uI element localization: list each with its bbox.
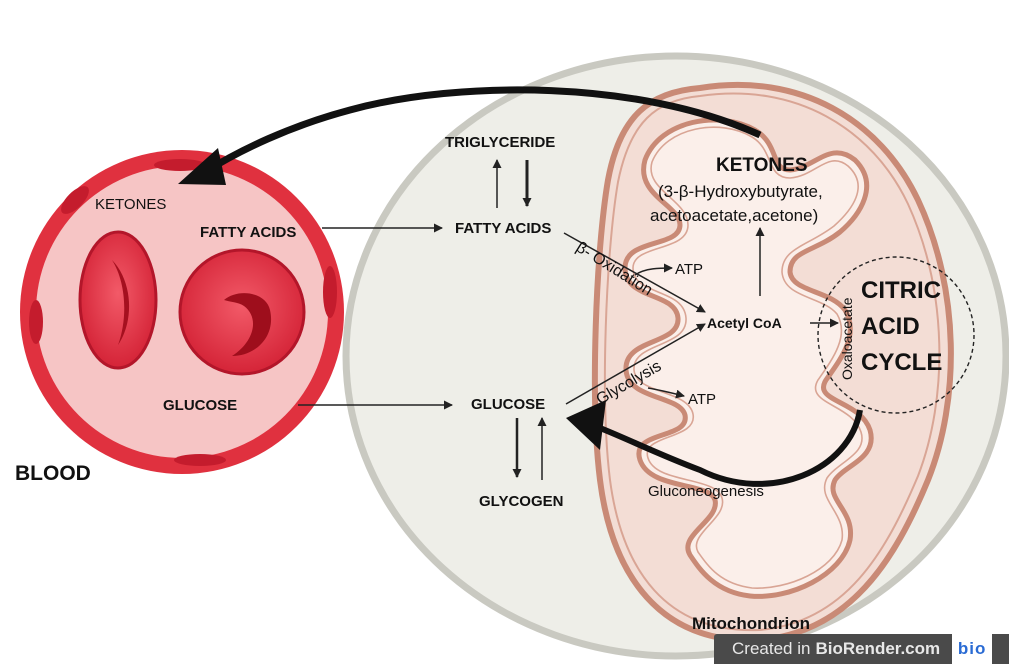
atp-upper-label: ATP xyxy=(675,261,703,278)
cell-fatty-acids-label: FATTY ACIDS xyxy=(455,220,551,237)
blood-fatty-acids-label: FATTY ACIDS xyxy=(200,224,296,241)
blood-ketones-label: KETONES xyxy=(95,196,166,213)
triglyceride-label: TRIGLYCERIDE xyxy=(445,134,555,151)
credit-prefix: Created in xyxy=(732,639,810,659)
vessel-wall-cell xyxy=(174,454,226,466)
ketones-title-label: KETONES xyxy=(716,155,808,176)
acetyl-coa-label: Acetyl CoA xyxy=(707,315,782,331)
vessel-wall-cell xyxy=(323,266,337,318)
citric-line2-label: ACID xyxy=(861,313,920,340)
citric-line3-label: CYCLE xyxy=(861,349,942,376)
oxaloacetate-label: Oxaloacetate xyxy=(839,297,855,380)
ketones-detail-line2: acetoacetate,acetone) xyxy=(650,206,818,225)
ketones-detail-line1: (3-β-Hydroxybutyrate, xyxy=(658,182,823,201)
blood-label: BLOOD xyxy=(15,462,91,485)
glycogen-label: GLYCOGEN xyxy=(479,493,563,510)
red-blood-cell xyxy=(180,250,304,374)
credit-brand: BioRender.com xyxy=(815,639,940,659)
atp-lower-label: ATP xyxy=(688,391,716,408)
gluconeogenesis-label: Gluconeogenesis xyxy=(648,483,764,500)
vessel-wall-cell xyxy=(29,300,43,344)
blood-glucose-label: GLUCOSE xyxy=(163,397,237,414)
mitochondrion-label: Mitochondrion xyxy=(692,614,810,633)
cell-glucose-label: GLUCOSE xyxy=(471,396,545,413)
biorender-credit: Created in BioRender.com bio xyxy=(714,634,1009,664)
citric-line1-label: CITRIC xyxy=(861,277,941,304)
biorender-logo: bio xyxy=(952,634,992,664)
red-blood-cell xyxy=(80,232,156,368)
